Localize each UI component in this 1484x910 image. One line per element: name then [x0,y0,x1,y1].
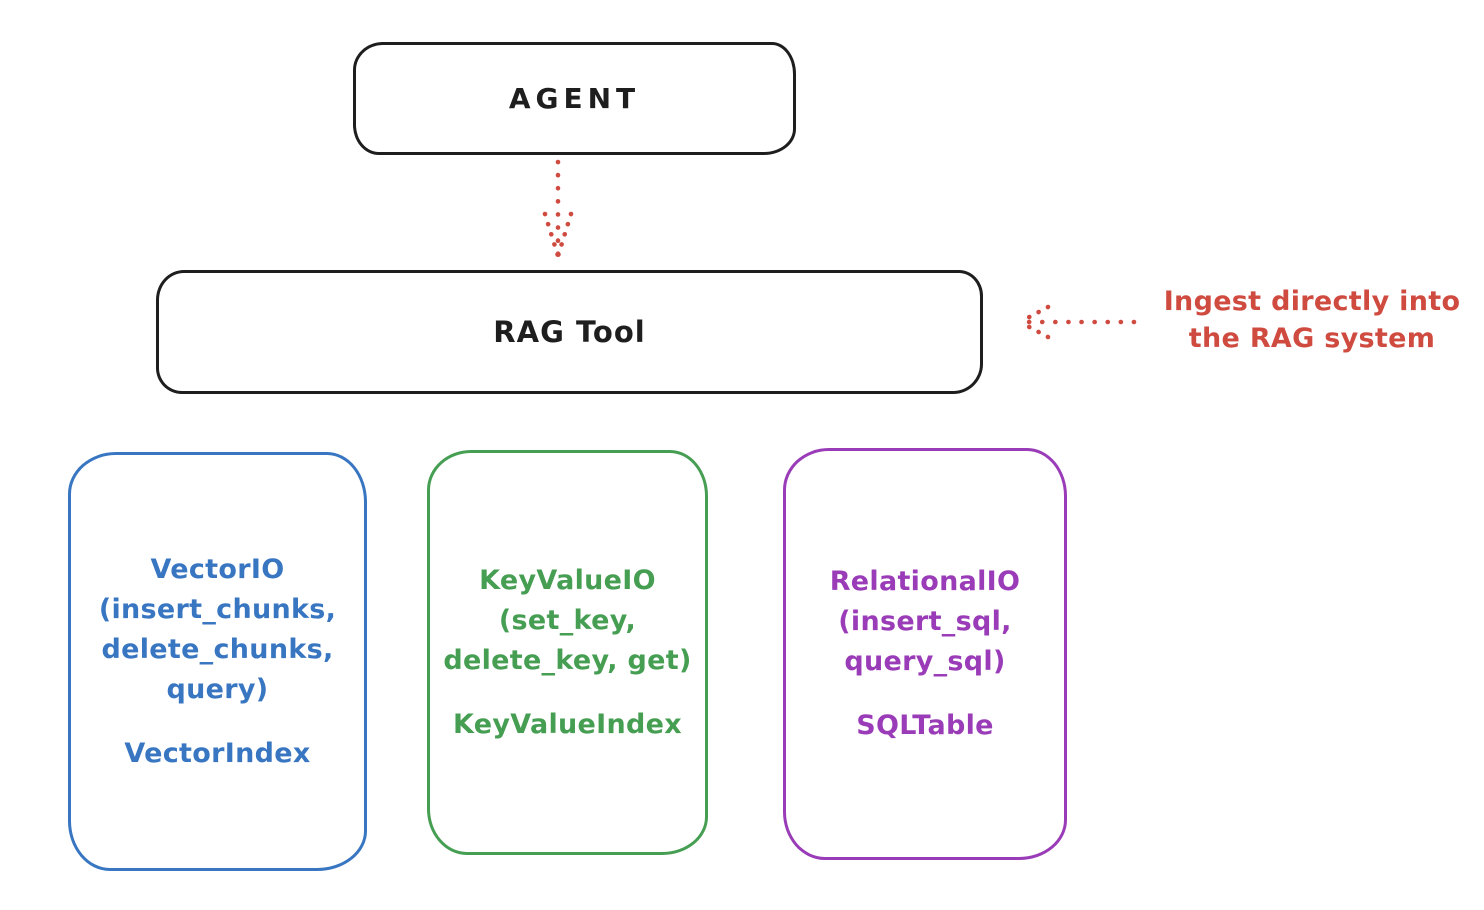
ingest-annotation: Ingest directly into the RAG system [1140,283,1484,357]
node-line: (insert_chunks, [98,593,337,625]
node-line: query) [166,673,269,705]
rag-tool-label: RAG Tool [493,315,646,349]
node-line: (set_key, [498,604,637,636]
keyvalue-io-node: KeyValueIO (set_key, delete_key, get) Ke… [427,450,708,855]
ingest-annotation-line-1: Ingest directly into [1163,286,1461,317]
sql-table-label: SQLTable [856,710,994,741]
agent-node: AGENT [353,42,796,155]
node-line: (insert_sql, [838,606,1012,637]
node-line: delete_chunks, [101,633,334,665]
vector-io-node: VectorIO (insert_chunks, delete_chunks, … [68,452,367,871]
dotted-arrow-down-icon [542,159,574,259]
dotted-arrow-left-icon [1017,304,1137,340]
keyvalue-index-label: KeyValueIndex [452,708,682,740]
agent-label: AGENT [508,82,641,115]
ingest-annotation-line-2: the RAG system [1188,323,1436,354]
relational-io-node: RelationalIO (insert_sql, query_sql) SQL… [783,448,1067,860]
node-line: query_sql) [844,646,1006,677]
node-line: VectorIO [150,553,285,585]
node-line: delete_key, get) [443,644,692,676]
node-line: RelationalIO [829,566,1021,597]
vector-index-label: VectorIndex [124,737,311,769]
node-line: KeyValueIO [479,564,656,596]
rag-tool-node: RAG Tool [156,270,983,394]
